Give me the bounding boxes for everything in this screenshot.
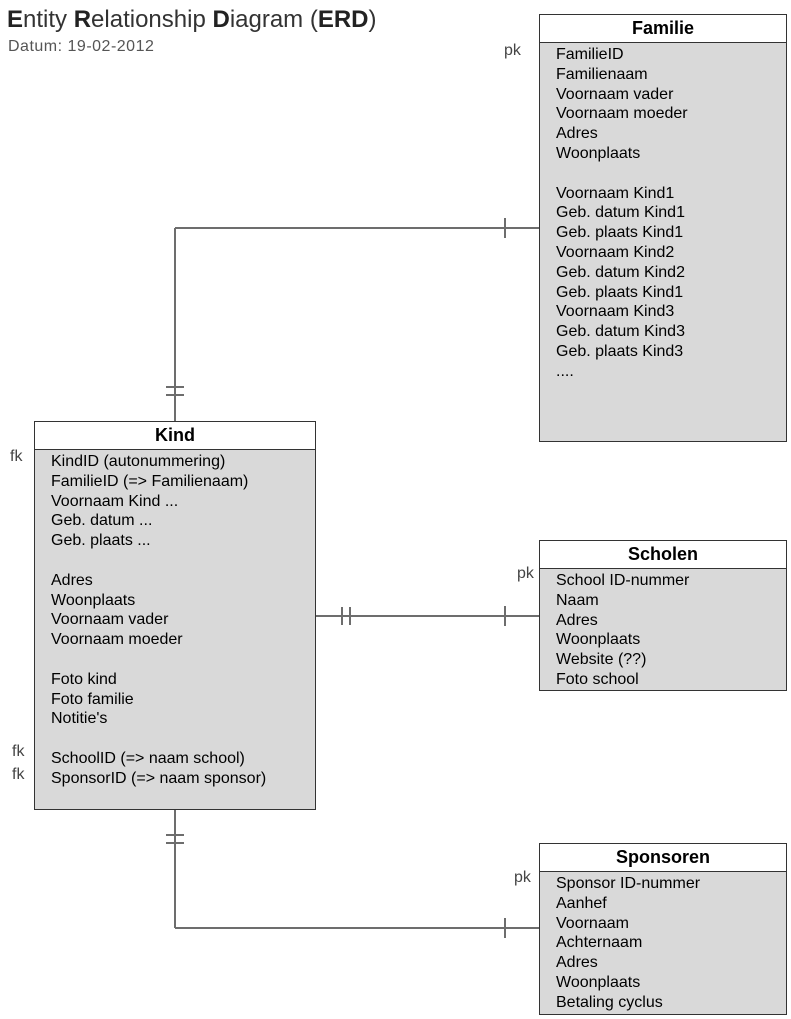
entity-field: .... xyxy=(556,362,574,380)
entity-field: SponsorID (=> naam sponsor) xyxy=(51,769,267,787)
entity-kind-name: Kind xyxy=(35,422,315,450)
entity-field: Voornaam moeder xyxy=(51,631,183,649)
scholen-pk-tag: pk xyxy=(517,565,534,582)
entity-field: Notitie's xyxy=(51,710,108,728)
entity-field: Voornaam Kind1 xyxy=(556,184,675,202)
entity-field xyxy=(556,164,786,184)
entity-field: Sponsor ID-nummer xyxy=(556,875,701,892)
familie-pk-tag: pk xyxy=(504,42,521,59)
entity-field: Foto school xyxy=(556,670,639,688)
entity-field: Adres xyxy=(556,125,598,143)
entity-field: Foto familie xyxy=(51,690,134,708)
title-part: D xyxy=(212,6,230,33)
entity-field: Aanhef xyxy=(556,894,607,912)
entity-field: Geb. datum Kind1 xyxy=(556,204,685,222)
diagram-date: Datum: 19-02-2012 xyxy=(8,38,155,55)
entity-field: Naam xyxy=(556,591,599,609)
entity-field: Achternaam xyxy=(556,934,643,952)
entity-field: Voornaam vader xyxy=(556,85,674,103)
entity-field: Geb. plaats Kind1 xyxy=(556,224,684,242)
entity-field: Voornaam xyxy=(556,914,629,932)
entity-field: Woonplaats xyxy=(556,144,641,162)
title-part: ERD xyxy=(317,6,369,33)
entity-field xyxy=(51,650,315,670)
entity-field: Voornaam Kind ... xyxy=(51,492,179,510)
entity-scholen-name: Scholen xyxy=(540,541,786,569)
title-part: ntity xyxy=(23,6,74,33)
entity-field: Familienaam xyxy=(556,65,648,83)
title-part: iagram ( xyxy=(229,6,318,33)
title-part: R xyxy=(73,6,92,33)
entity-field: Voornaam vader xyxy=(51,611,169,629)
entity-field: Woonplaats xyxy=(51,591,136,609)
entity-field: FamilieID xyxy=(556,46,624,63)
entity-field: Geb. plaats ... xyxy=(51,532,151,550)
entity-sponsoren-name: Sponsoren xyxy=(540,844,786,872)
entity-field: Geb. datum Kind3 xyxy=(556,323,685,341)
entity-field: Adres xyxy=(556,611,598,629)
entity-field: Adres xyxy=(51,571,93,589)
entity-field: FamilieID (=> Familienaam) xyxy=(51,472,249,490)
entity-field xyxy=(51,729,315,749)
entity-field xyxy=(51,551,315,571)
diagram-title: Entity Relationship Diagram (ERD) xyxy=(7,6,377,34)
entity-field: SchoolID (=> naam school) xyxy=(51,749,245,767)
entity-field: Adres xyxy=(556,954,598,972)
kind-fk-sponsor-tag: fk xyxy=(12,766,25,783)
kind-fk-familie-tag: fk xyxy=(10,448,23,465)
entity-kind: Kind KindID (autonummering) FamilieID (=>… xyxy=(34,421,316,810)
entity-field: Geb. plaats Kind3 xyxy=(556,342,684,360)
entity-field: Geb. datum ... xyxy=(51,512,153,530)
title-part: ) xyxy=(368,6,377,33)
entity-field: Betaling cyclus xyxy=(556,993,663,1011)
sponsoren-pk-tag: pk xyxy=(514,869,531,886)
entity-field: Geb. plaats Kind1 xyxy=(556,283,684,301)
entity-kind-fields: KindID (autonummering) FamilieID (=> Fami… xyxy=(35,450,315,789)
entity-familie-name: Familie xyxy=(540,15,786,43)
entity-field: Geb. datum Kind2 xyxy=(556,263,685,281)
title-part: E xyxy=(7,6,24,33)
entity-field: Woonplaats xyxy=(556,973,641,991)
entity-field: Woonplaats xyxy=(556,631,641,649)
entity-field: Website (??) xyxy=(556,651,647,669)
title-part: elationship xyxy=(91,6,213,33)
entity-field: Voornaam Kind3 xyxy=(556,303,675,321)
entity-field: Voornaam Kind2 xyxy=(556,243,675,261)
entity-field: School ID-nummer xyxy=(556,572,690,589)
kind-fk-school-tag: fk xyxy=(12,743,25,760)
entity-field: Foto kind xyxy=(51,670,117,688)
entity-field: Voornaam moeder xyxy=(556,105,688,123)
entity-field: KindID (autonummering) xyxy=(51,453,226,470)
